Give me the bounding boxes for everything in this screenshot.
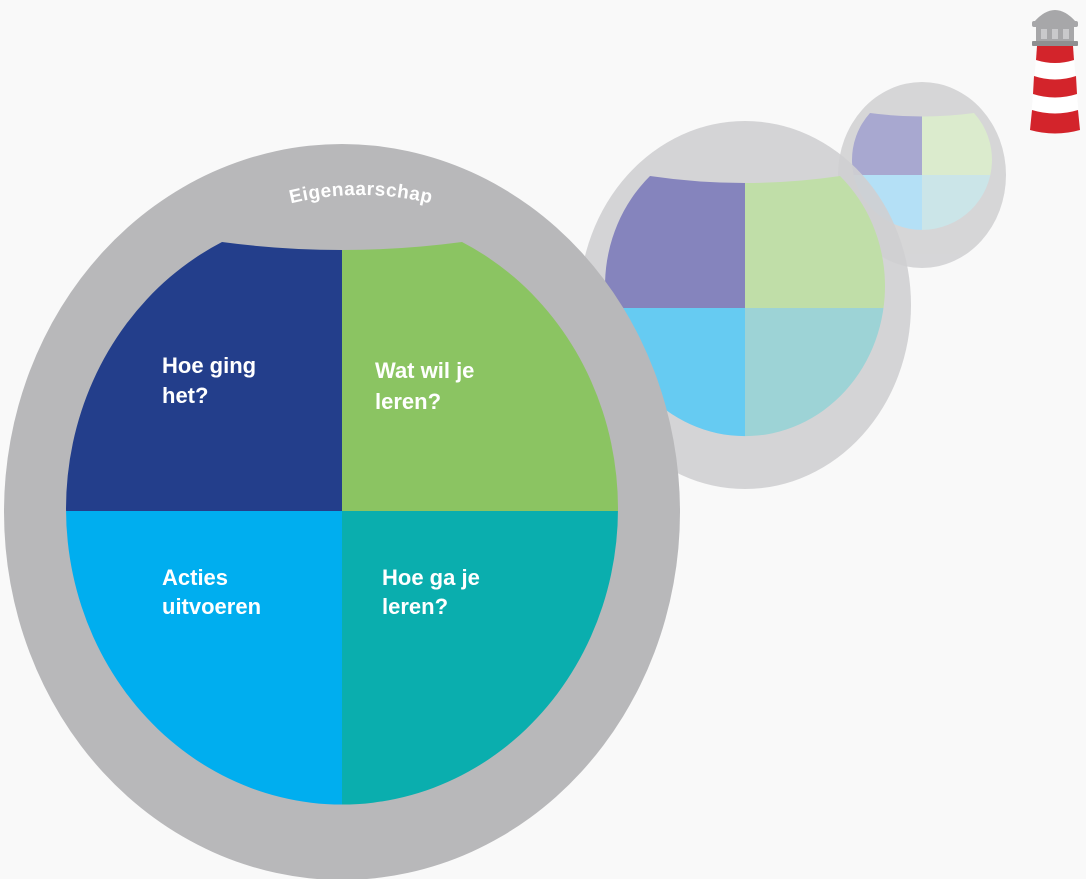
quadrant-bottom-right-label: Hoe ga je leren? <box>382 565 486 619</box>
quadrant-bottom-left-label: Acties uitvoeren <box>162 565 261 619</box>
small-quadrant-top-left <box>852 113 922 175</box>
small-quadrant-top-right <box>922 113 992 175</box>
main-cycle-circle: Eigenaarschap Hoe ging het? Wat wil je l… <box>4 144 680 879</box>
quadrant-top-right-label: Wat wil je leren? <box>375 358 481 414</box>
lighthouse-icon <box>1030 10 1080 134</box>
quadrant-top-left-label: Hoe ging het? <box>162 353 262 408</box>
